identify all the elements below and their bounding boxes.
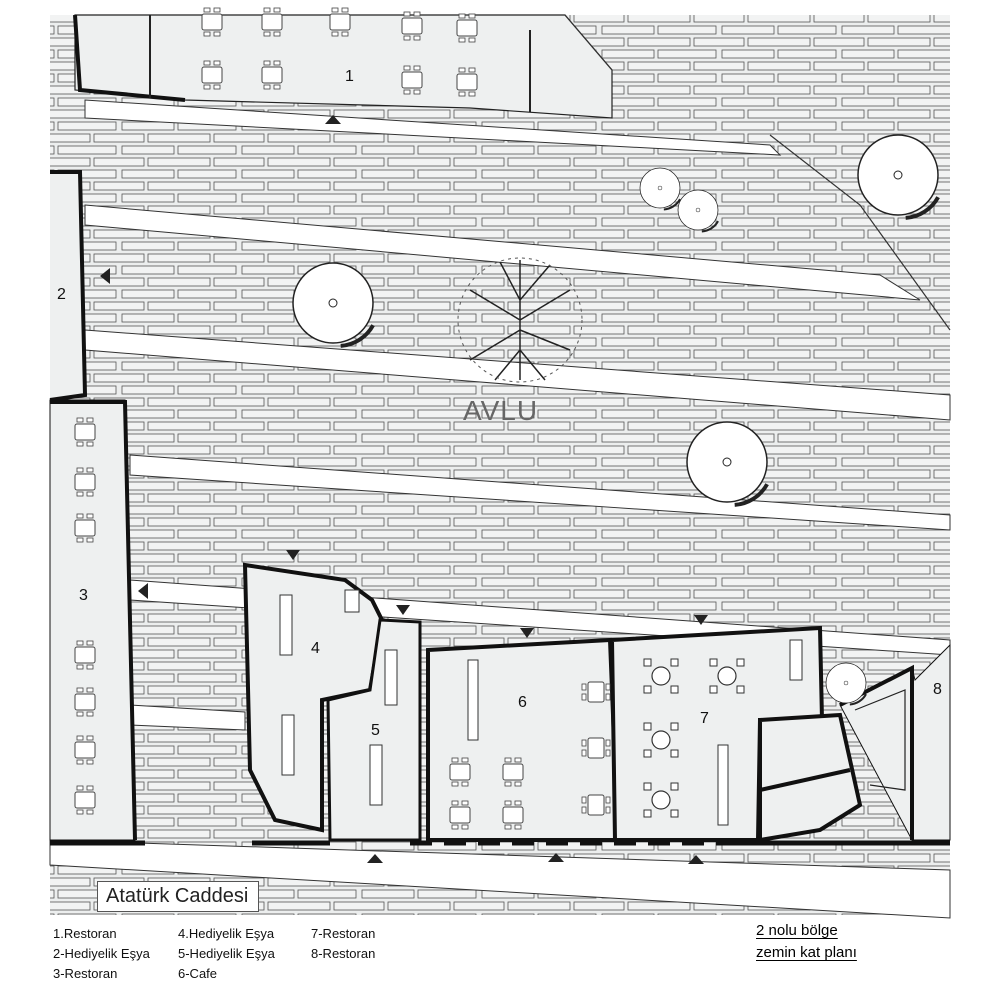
unit-number-1: 1	[345, 68, 354, 85]
unit-number-8: 8	[933, 681, 942, 698]
legend-column-3: 7-Restoran 8-Restoran	[311, 924, 375, 964]
entrance-arrows	[100, 115, 708, 864]
central-tree	[457, 257, 583, 383]
unit-2-wall	[49, 170, 88, 402]
legend-item: 1.Restoran	[53, 926, 117, 941]
street-label: Atatürk Caddesi	[97, 881, 260, 912]
legend-item: 3-Restoran	[53, 966, 118, 981]
plan-title: 2 nolu bölge zemin kat planı	[756, 920, 857, 964]
legend-column-1: 1.Restoran 2-Hediyelik Eşya 3-Restoran	[53, 924, 150, 984]
unit-number-6: 6	[518, 694, 527, 711]
plan-title-line-1: 2 nolu bölge	[756, 922, 838, 939]
courtyard-label: AVLU	[463, 395, 538, 426]
unit-number-7: 7	[700, 710, 709, 727]
unit-3-restaurant	[49, 399, 137, 841]
legend-item: 6-Cafe	[178, 966, 218, 981]
unit-7-back-rooms	[758, 712, 863, 843]
legend-item: 8-Restoran	[311, 946, 376, 961]
legend-item: 4.Hediyelik Eşya	[178, 926, 275, 941]
unit-number-2: 2	[57, 286, 66, 303]
legend-item: 7-Restoran	[311, 926, 376, 941]
unit-number-5: 5	[371, 722, 380, 739]
unit-1-restaurant	[73, 7, 613, 119]
unit-5-shop	[326, 618, 422, 842]
legend-column-2: 4.Hediyelik Eşya 5-Hediyelik Eşya 6-Cafe	[178, 924, 275, 984]
legend-item: 2-Hediyelik Eşya	[53, 946, 150, 961]
unit-8-restaurant	[839, 643, 951, 841]
site-boundaries	[564, 14, 951, 331]
unit-number-4: 4	[311, 640, 320, 657]
unit-6-cafe	[426, 637, 621, 842]
legend-item: 5-Hediyelik Eşya	[178, 946, 275, 961]
plan-title-line-2: zemin kat planı	[756, 944, 857, 961]
unit-number-3: 3	[79, 587, 88, 604]
